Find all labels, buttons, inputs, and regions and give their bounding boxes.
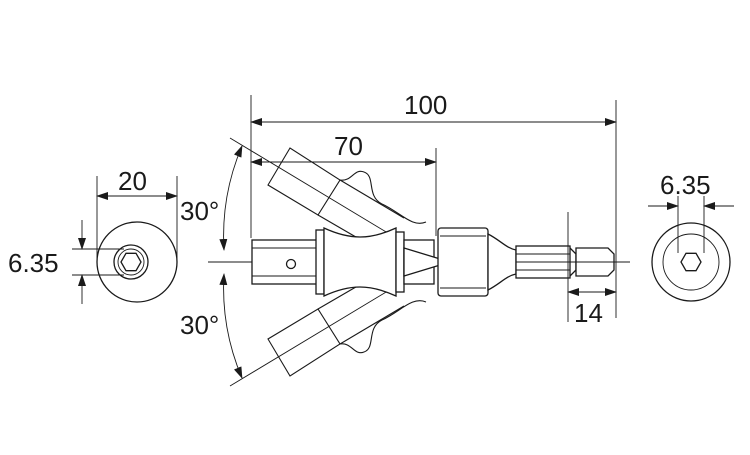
dimension-70 xyxy=(250,148,437,236)
upper-angle-label: 30° xyxy=(180,196,219,226)
front-hex-label: 6.35 xyxy=(8,248,59,278)
angle-arc xyxy=(219,145,243,379)
rear-end-view xyxy=(648,196,734,302)
dimension-100 xyxy=(250,95,617,318)
rear-hex-label: 6.35 xyxy=(660,170,711,200)
overall-length-label: 100 xyxy=(404,90,447,120)
hex-length-label: 14 xyxy=(574,298,603,328)
main-body xyxy=(251,226,615,298)
dimension-14 xyxy=(567,212,617,322)
front-end-view xyxy=(72,176,178,304)
body-length-label: 70 xyxy=(334,131,363,161)
front-diameter-label: 20 xyxy=(118,166,147,196)
lower-angle-label: 30° xyxy=(180,310,219,340)
